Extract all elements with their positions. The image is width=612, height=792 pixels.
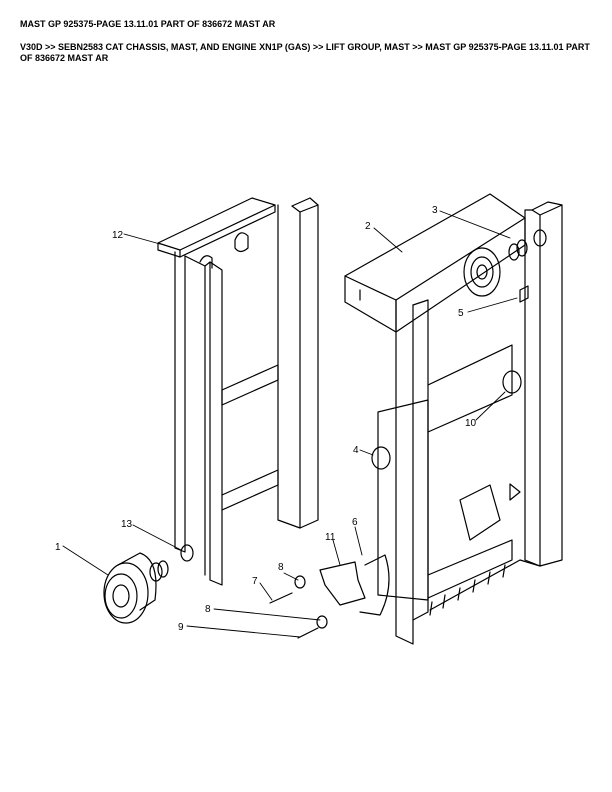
callout-12: 12 [112, 230, 124, 241]
mast-exploded-diagram: 12 2 3 5 4 10 13 1 6 11 8 7 8 9 [55, 193, 563, 645]
callout-13: 13 [121, 519, 133, 530]
callout-9: 9 [178, 622, 184, 633]
side-roller-4 [371, 446, 391, 470]
lower-bearing [103, 544, 194, 624]
callout-1: 1 [55, 542, 61, 553]
breadcrumb: V30D >> SEBN2583 CAT CHASSIS, MAST, AND … [20, 42, 590, 63]
inner-mast [157, 197, 319, 586]
callout-10: 11 [325, 532, 336, 543]
callout-11: 10 [465, 418, 477, 429]
page-title: MAST GP 925375-PAGE 13.11.01 PART OF 836… [20, 19, 276, 29]
callout-8a: 8 [278, 562, 284, 573]
callout-4: 4 [353, 445, 359, 456]
callout-5: 5 [458, 308, 464, 319]
upper-bearing [463, 229, 547, 303]
callout-8b: 8 [205, 604, 211, 615]
leader-lines [62, 210, 518, 638]
outer-mast [344, 193, 563, 645]
callout-7: 7 [252, 576, 258, 587]
mounting-brackets [269, 554, 390, 639]
side-roller-11 [502, 370, 522, 394]
callout-labels: 12 2 3 5 4 10 13 1 6 11 8 7 8 9 [55, 205, 477, 633]
callout-6: 6 [352, 517, 358, 528]
callout-2: 2 [365, 221, 371, 232]
callout-3: 3 [432, 205, 438, 216]
